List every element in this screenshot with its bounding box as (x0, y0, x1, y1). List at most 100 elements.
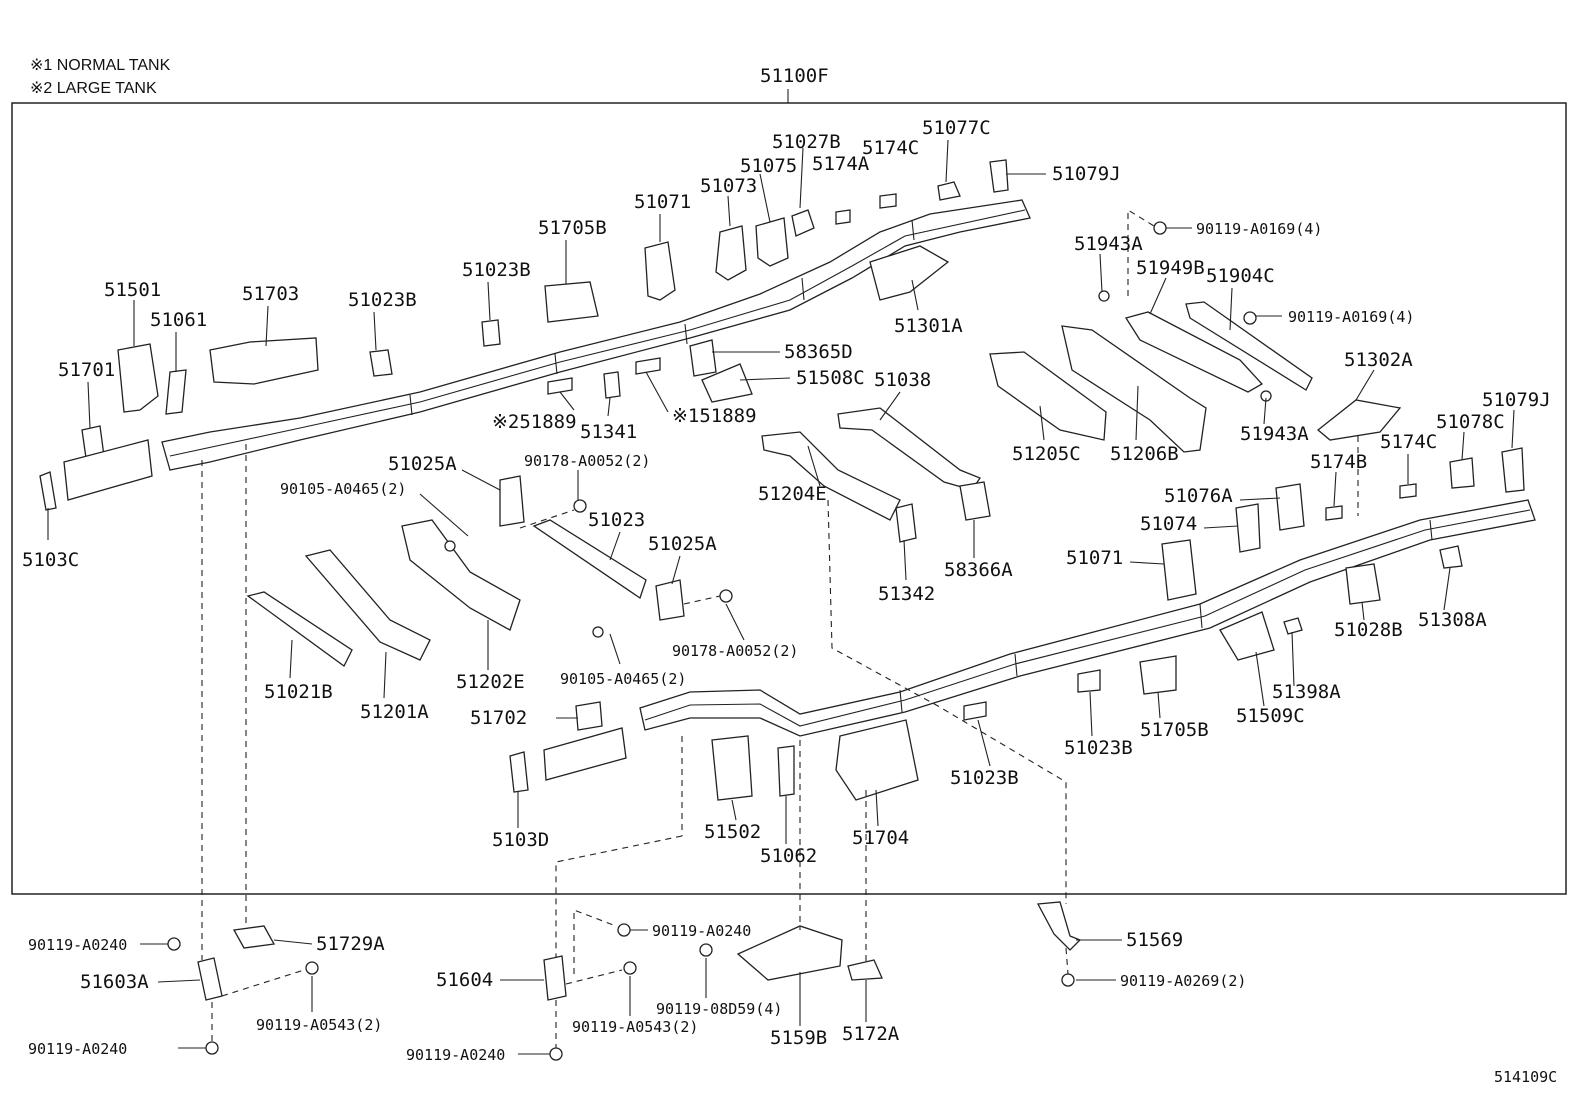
label-51704[interactable]: 51704 (852, 827, 909, 849)
label-51342[interactable]: 51342 (878, 583, 935, 605)
label-90178-A0052-b[interactable]: 90178-A0052(2) (672, 642, 798, 660)
label-51729A[interactable]: 51729A (316, 933, 385, 955)
label-51023B-b[interactable]: 51023B (348, 289, 417, 311)
bracket-51074 (1235, 503, 1261, 553)
label-51025A-a[interactable]: 51025A (388, 453, 457, 475)
label-51078C[interactable]: 51078C (1436, 411, 1505, 433)
crossmember-51204E (761, 431, 901, 521)
label-51071-top[interactable]: 51071 (634, 191, 691, 213)
label-51023B-c[interactable]: 51023B (1064, 737, 1133, 759)
label-51501[interactable]: 51501 (104, 279, 161, 301)
note-normal-tank: ※1 NORMAL TANK (30, 57, 171, 74)
bracket-51509C (1219, 611, 1275, 661)
label-51074[interactable]: 51074 (1140, 513, 1197, 535)
label-58365D[interactable]: 58365D (784, 341, 853, 363)
label-90119-A0269[interactable]: 90119-A0269(2) (1120, 972, 1246, 990)
label-51308A[interactable]: 51308A (1418, 609, 1487, 631)
label-90119-08D59[interactable]: 90119-08D59(4) (656, 1000, 782, 1018)
label-51509C[interactable]: 51509C (1236, 705, 1305, 727)
label-51705B-bot[interactable]: 51705B (1140, 719, 1209, 741)
label-51205C[interactable]: 51205C (1012, 443, 1081, 465)
label-5174C-top[interactable]: 5174C (862, 137, 919, 159)
bracket-51604 (543, 955, 567, 1001)
label-90119-A0543-a[interactable]: 90119-A0543(2) (256, 1016, 382, 1034)
label-51021B[interactable]: 51021B (264, 681, 333, 703)
label-51904C[interactable]: 51904C (1206, 265, 1275, 287)
bracket-51502 (711, 735, 753, 801)
label-51025A-b[interactable]: 51025A (648, 533, 717, 555)
label-51079J-right[interactable]: 51079J (1482, 389, 1551, 411)
label-51702[interactable]: 51702 (470, 707, 527, 729)
label-51038[interactable]: 51038 (874, 369, 931, 391)
label-90105-A0465-b[interactable]: 90105-A0465(2) (560, 670, 686, 688)
label-51023B-d[interactable]: 51023B (950, 767, 1019, 789)
label-51604[interactable]: 51604 (436, 969, 493, 991)
label-90119-A0240-a[interactable]: 90119-A0240 (28, 936, 127, 954)
bracket-51702 (575, 701, 603, 731)
label-90119-A0240-c[interactable]: 90119-A0240 (652, 922, 751, 940)
label-5172A[interactable]: 5172A (842, 1023, 900, 1045)
label-51027B[interactable]: 51027B (772, 131, 841, 153)
label-51302A[interactable]: 51302A (1344, 349, 1413, 371)
bracket-51023B-a (481, 319, 501, 347)
label-90119-A0169-b[interactable]: 90119-A0169(4) (1288, 308, 1414, 326)
label-51073[interactable]: 51073 (700, 175, 757, 197)
bracket-51501 (117, 343, 159, 413)
assembly-frame (11, 102, 1567, 895)
note-large-tank: ※2 LARGE TANK (30, 80, 157, 97)
label-51949B[interactable]: 51949B (1136, 257, 1205, 279)
bracket-5159B (736, 925, 843, 981)
label-51398A[interactable]: 51398A (1272, 681, 1341, 703)
clip-51398A (1283, 617, 1303, 635)
label-5103C[interactable]: 5103C (22, 549, 79, 571)
label-58366A[interactable]: 58366A (944, 559, 1013, 581)
label-51062[interactable]: 51062 (760, 845, 817, 867)
label-51061[interactable]: 51061 (150, 309, 207, 331)
bracket-51729A (232, 925, 276, 949)
label-51079J-top[interactable]: 51079J (1052, 163, 1121, 185)
label-51023B-a[interactable]: 51023B (462, 259, 531, 281)
label-5174C-right[interactable]: 5174C (1380, 431, 1437, 453)
label-90119-A0240-d[interactable]: 90119-A0240 (406, 1046, 505, 1064)
bracket-58366A (959, 481, 991, 521)
label-90178-A0052-a[interactable]: 90178-A0052(2) (524, 452, 650, 470)
label-51508C[interactable]: 51508C (796, 367, 865, 389)
crossmember-front-right (543, 727, 627, 781)
bracket-51023B-d (963, 701, 987, 721)
label-90105-A0465-a[interactable]: 90105-A0465(2) (280, 480, 406, 498)
label-51705B-top[interactable]: 51705B (538, 217, 607, 239)
label-90119-A0543-b[interactable]: 90119-A0543(2) (572, 1018, 698, 1036)
label-51301A[interactable]: 51301A (894, 315, 963, 337)
label-5159B[interactable]: 5159B (770, 1027, 827, 1049)
label-51075[interactable]: 51075 (740, 155, 797, 177)
label-51943A-top[interactable]: 51943A (1074, 233, 1143, 255)
label-51204E[interactable]: 51204E (758, 483, 827, 505)
label-51201A[interactable]: 51201A (360, 701, 429, 723)
label-5174A[interactable]: 5174A (812, 153, 870, 175)
label-51206B[interactable]: 51206B (1110, 443, 1179, 465)
label-51341[interactable]: 51341 (580, 421, 637, 443)
label-51028B[interactable]: 51028B (1334, 619, 1403, 641)
label-51071-right[interactable]: 51071 (1066, 547, 1123, 569)
bracket-5103C (39, 471, 57, 511)
bracket-51025A-b (655, 579, 685, 621)
label-51889-2[interactable]: ※251889 (492, 411, 577, 433)
label-51569[interactable]: 51569 (1126, 929, 1183, 951)
label-5103D[interactable]: 5103D (492, 829, 549, 851)
label-51943A-bot[interactable]: 51943A (1240, 423, 1309, 445)
label-5174B[interactable]: 5174B (1310, 451, 1367, 473)
label-90119-A0169-a[interactable]: 90119-A0169(4) (1196, 220, 1322, 238)
label-51701[interactable]: 51701 (58, 359, 115, 381)
label-51889-1[interactable]: ※151889 (672, 405, 757, 427)
label-51076A[interactable]: 51076A (1164, 485, 1233, 507)
label-51603A[interactable]: 51603A (80, 971, 149, 993)
label-51703[interactable]: 51703 (242, 283, 299, 305)
label-90119-A0240-b[interactable]: 90119-A0240 (28, 1040, 127, 1058)
label-51502[interactable]: 51502 (704, 821, 761, 843)
label-51077C[interactable]: 51077C (922, 117, 991, 139)
label-51023[interactable]: 51023 (588, 509, 645, 531)
assembly-label[interactable]: 51100F (760, 65, 829, 87)
crossmember-51949B (1124, 311, 1264, 393)
label-51202E[interactable]: 51202E (456, 671, 525, 693)
